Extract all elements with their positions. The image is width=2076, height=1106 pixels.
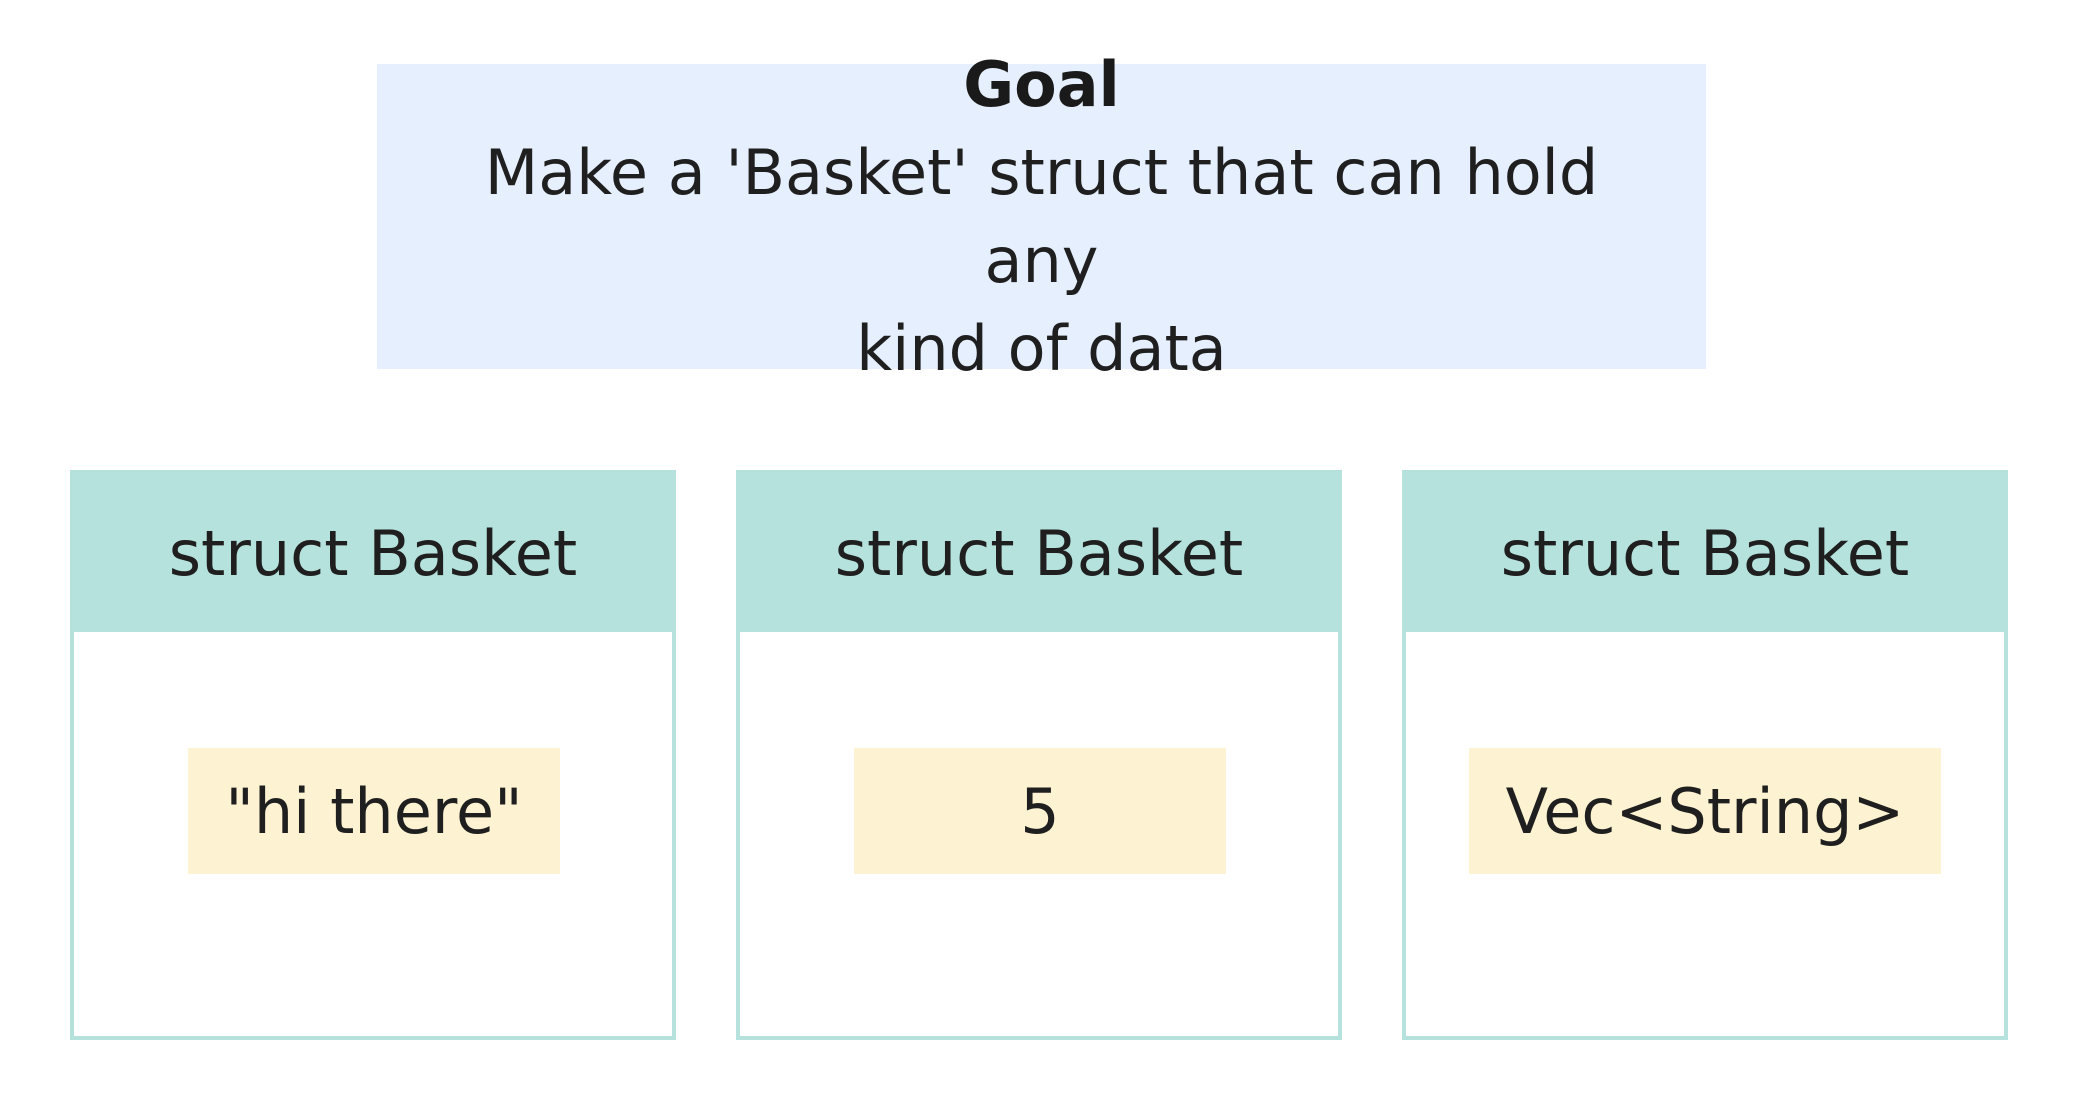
- basket-value-number: 5: [854, 748, 1226, 874]
- basket-card-string: struct Basket "hi there": [70, 470, 676, 1040]
- basket-value-string: "hi there": [188, 748, 560, 874]
- basket-header: struct Basket: [74, 474, 672, 632]
- basket-card-vec: struct Basket Vec<String>: [1402, 470, 2008, 1040]
- basket-header: struct Basket: [740, 474, 1338, 632]
- goal-box: Goal Make a 'Basket' struct that can hol…: [377, 48, 1706, 385]
- goal-description-line-1: Make a 'Basket' struct that can hold any: [484, 135, 1599, 297]
- basket-card-number: struct Basket 5: [736, 470, 1342, 1040]
- basket-value-vec: Vec<String>: [1469, 748, 1941, 874]
- basket-header: struct Basket: [1406, 474, 2004, 632]
- goal-title: Goal: [963, 47, 1120, 121]
- goal-description-line-2: kind of data: [856, 311, 1227, 385]
